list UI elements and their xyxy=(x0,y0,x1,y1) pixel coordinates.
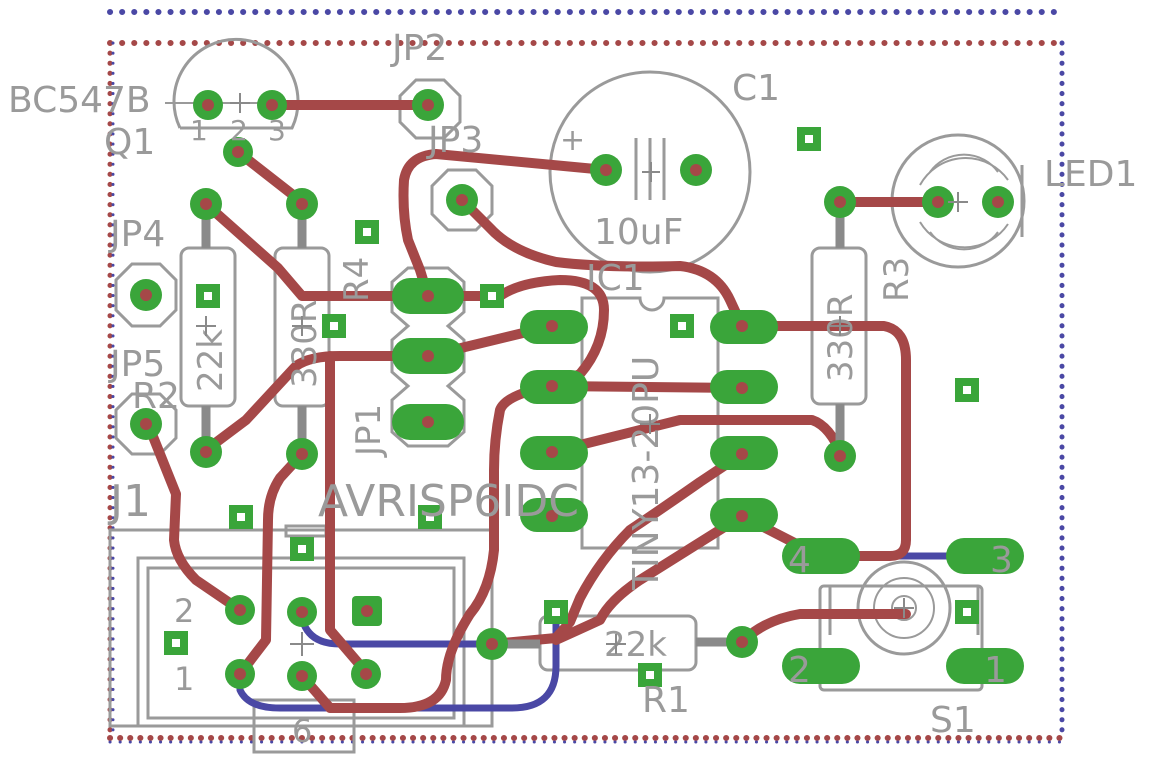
led1-label: LED1 xyxy=(1044,154,1137,195)
c1-outline xyxy=(548,70,752,274)
r4-label: R4 xyxy=(337,257,377,302)
j1-pin1-label: 1 xyxy=(174,660,194,698)
s1-pin4-label: 4 xyxy=(788,540,811,581)
r4-value-label: 330R xyxy=(285,299,325,388)
jp4-outline xyxy=(114,262,178,328)
q1-pin2-label: 2 xyxy=(230,114,248,147)
jp1-label: JP1 xyxy=(349,404,389,458)
s1-pad-3 xyxy=(946,538,1024,574)
s1-outline xyxy=(818,584,984,692)
j1-pin2-label: 2 xyxy=(174,592,194,630)
q1-pin1-label: 1 xyxy=(190,114,208,147)
s1-label: S1 xyxy=(930,700,976,741)
j1-part-label: AVRISP6IDC xyxy=(318,476,579,527)
s1-pin2-label: 2 xyxy=(788,650,811,691)
ic1-outline xyxy=(580,296,720,550)
board-outline xyxy=(107,9,1065,744)
pads xyxy=(130,89,1024,691)
r2-value-label: 22k xyxy=(191,329,231,392)
r2-label: R2 xyxy=(132,376,180,417)
r1-label: R1 xyxy=(642,680,690,721)
s1-pin1-label: 1 xyxy=(984,650,1007,691)
silk-labels: BC547B Q1 1 2 3 JP2 JP3 C1 + 10uF LED1 J… xyxy=(8,28,1137,750)
s1-pad-2 xyxy=(782,648,860,684)
ic1-label: IC1 xyxy=(586,258,645,299)
j1-pin6-label: 6 xyxy=(292,712,312,750)
q1-outline xyxy=(172,37,300,130)
jp2-label: JP2 xyxy=(390,28,447,69)
ic1-part-label: TINY13-20PU xyxy=(626,356,667,591)
jp4-label: JP4 xyxy=(108,214,165,255)
q1-part-label: BC547B xyxy=(8,80,151,121)
jp5-label: JP5 xyxy=(108,344,165,385)
jp3-label: JP3 xyxy=(426,120,483,161)
s1-pad-1 xyxy=(946,648,1024,684)
r3-value-label: 330R xyxy=(821,293,861,382)
c1-plus-label: + xyxy=(560,123,585,158)
c1-label: C1 xyxy=(732,68,780,109)
j1-label: J1 xyxy=(107,476,151,527)
jp1-outline xyxy=(390,266,466,448)
r3-label: R3 xyxy=(877,257,917,302)
q1-name-label: Q1 xyxy=(104,122,155,163)
q1-pin3-label: 3 xyxy=(268,114,286,147)
vias xyxy=(164,127,979,687)
jp3-outline xyxy=(430,168,494,232)
origin-marks xyxy=(196,93,968,656)
s1-pin3-label: 3 xyxy=(990,540,1013,581)
s1-pad-4 xyxy=(782,538,860,574)
c1-value-label: 10uF xyxy=(594,212,683,253)
